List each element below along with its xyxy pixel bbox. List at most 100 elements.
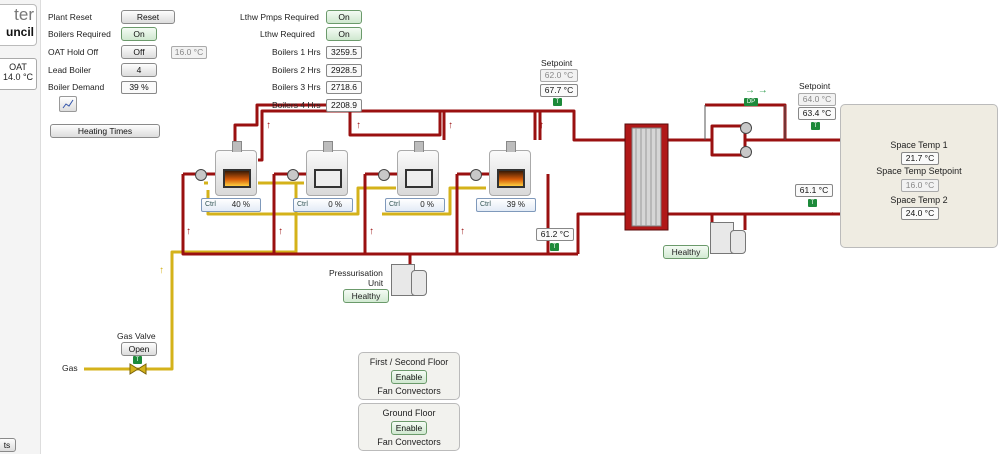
boiler-pump-icon	[287, 169, 299, 181]
zone-ground-subtitle: Fan Convectors	[377, 437, 441, 447]
boiler-window-icon	[314, 169, 342, 188]
flow-arrow-up-icon: ↑	[278, 226, 283, 237]
lthw-required-button[interactable]: On	[326, 27, 362, 41]
boiler-2-ctrl-label: Ctrl	[297, 201, 308, 208]
pressurisation-status: Healthy	[343, 289, 389, 303]
zone-ground-floor: Ground Floor Enable Fan Convectors	[358, 403, 460, 451]
secondary-return-sensor-icon: T	[808, 199, 817, 207]
dp-arrows-icon: → →	[745, 85, 768, 96]
space-temperature-panel: Space Temp 1 21.7 °C Space Temp Setpoint…	[840, 104, 998, 248]
secondary-flow-sensor-icon: T	[811, 122, 820, 130]
primary-flow-setpoint[interactable]: 62.0 °C	[540, 69, 578, 82]
zone-first-second-enable-button[interactable]: Enable	[391, 370, 427, 384]
lead-boiler-value[interactable]: 4	[121, 63, 157, 77]
zone-first-second-title: First / Second Floor	[369, 357, 449, 367]
boiler3-hours-label: Boilers 3 Hrs	[272, 82, 321, 92]
boiler-flame-icon	[497, 169, 525, 188]
secondary-pump-set-icon	[730, 230, 746, 254]
primary-flow-sensor-icon: T	[553, 98, 562, 106]
dp-sensor-icon: DP	[744, 98, 758, 106]
primary-return-temp: 61.2 °C	[536, 228, 574, 241]
boilers-required-label: Boilers Required	[48, 29, 111, 39]
primary-return-sensor-icon: T	[550, 243, 559, 251]
boiler-4[interactable]	[489, 141, 531, 196]
space-temp1-value: 21.7 °C	[901, 152, 939, 165]
flow-arrow-left-icon: ←	[829, 207, 839, 218]
secondary-pump-icon	[740, 122, 752, 134]
secondary-flow-setpoint[interactable]: 64.0 °C	[798, 93, 836, 106]
boiler-demand-value: 39 %	[121, 81, 157, 94]
pressurisation-label-unit: Unit	[368, 278, 384, 288]
boiler-1[interactable]	[215, 141, 257, 196]
boilers-required-button[interactable]: On	[121, 27, 157, 41]
boiler-1-ctrl[interactable]: Ctrl 40 %	[201, 198, 261, 212]
boiler-3-ctrl-value: 0 %	[420, 200, 434, 209]
oat-hold-off-setpoint[interactable]: 16.0 °C	[171, 46, 207, 59]
boiler1-hours-value: 3259.5	[326, 46, 362, 59]
pressurisation-unit-icon	[411, 270, 427, 296]
gas-valve-label: Gas Valve	[117, 331, 156, 341]
boiler-flue-icon	[323, 141, 333, 152]
flow-arrow-up-icon: ↑	[448, 120, 453, 131]
boiler-2-ctrl[interactable]: Ctrl 0 %	[293, 198, 353, 212]
boiler-demand-label: Boiler Demand	[48, 82, 105, 92]
flow-arrow-up-icon: ↑	[369, 226, 374, 237]
boiler-flue-icon	[414, 141, 424, 152]
oat-label: OAT	[9, 62, 27, 72]
boiler1-hours-label: Boilers 1 Hrs	[272, 47, 321, 57]
lthw-pumps-required-button[interactable]: On	[326, 10, 362, 24]
boiler-pump-icon	[470, 169, 482, 181]
lthw-pumps-required-label: Lthw Pmps Required	[240, 12, 319, 22]
lthw-required-label: Lthw Required	[260, 29, 315, 39]
space-temp2-value: 24.0 °C	[901, 207, 939, 220]
plant-reset-label: Plant Reset	[48, 12, 92, 22]
left-bottom-button[interactable]: ts	[0, 438, 16, 452]
boiler-3[interactable]	[397, 141, 439, 196]
heating-times-button[interactable]: Heating Times	[50, 124, 160, 138]
boiler-2-ctrl-value: 0 %	[328, 200, 342, 209]
boiler-flue-icon	[232, 141, 242, 152]
zone-ground-enable-button[interactable]: Enable	[391, 421, 427, 435]
plant-reset-button[interactable]: Reset	[121, 10, 175, 24]
boiler-1-ctrl-value: 40 %	[231, 200, 250, 209]
boiler4-hours-value: 2208.9	[326, 99, 362, 112]
secondary-return-temp: 61.1 °C	[795, 184, 833, 197]
app-title: ter uncil	[0, 4, 37, 46]
primary-setpoint-label: Setpoint	[541, 58, 573, 68]
boiler-flame-icon	[223, 169, 251, 188]
space-temp1-label: Space Temp 1	[890, 140, 948, 150]
primary-flow-temp: 67.7 °C	[540, 84, 578, 97]
boiler-2[interactable]	[306, 141, 348, 196]
flow-arrow-up-icon: ↑	[539, 120, 544, 131]
flow-arrow-up-icon: ↑	[356, 120, 361, 131]
zone-ground-title: Ground Floor	[382, 408, 436, 418]
boiler-4-ctrl-label: Ctrl	[480, 201, 491, 208]
trend-graph-icon[interactable]	[59, 96, 77, 112]
boiler-window-icon	[405, 169, 433, 188]
boiler-4-ctrl[interactable]: Ctrl 39 %	[476, 198, 536, 212]
zone-first-second-floor: First / Second Floor Enable Fan Convecto…	[358, 352, 460, 400]
gas-valve-state[interactable]: Open	[121, 342, 157, 356]
lead-boiler-label: Lead Boiler	[48, 65, 92, 75]
boiler-pump-icon	[378, 169, 390, 181]
boiler-4-ctrl-value: 39 %	[506, 200, 525, 209]
oat-hold-off-button[interactable]: Off	[121, 45, 157, 59]
flow-arrow-up-icon: ↑	[266, 120, 271, 131]
boiler-3-ctrl[interactable]: Ctrl 0 %	[385, 198, 445, 212]
app-title-line2: uncil	[5, 25, 34, 39]
space-setpoint-label: Space Temp Setpoint	[876, 166, 962, 176]
flow-arrow-up-icon: ↑	[186, 226, 191, 237]
secondary-pumps-status: Healthy	[663, 245, 709, 259]
boiler-3-ctrl-label: Ctrl	[389, 201, 400, 208]
pressurisation-label: Pressurisation	[329, 268, 383, 278]
space-setpoint-value[interactable]: 16.0 °C	[901, 179, 939, 192]
boiler2-hours-value: 2928.5	[326, 64, 362, 77]
boiler-flue-icon	[506, 141, 516, 152]
space-temp2-label: Space Temp 2	[890, 195, 948, 205]
oat-hold-off-label: OAT Hold Off	[48, 47, 99, 57]
oat-value: 14.0 °C	[2, 72, 34, 82]
boiler2-hours-label: Boilers 2 Hrs	[272, 65, 321, 75]
boiler-pump-icon	[195, 169, 207, 181]
secondary-setpoint-label: Setpoint	[799, 81, 831, 91]
gas-flow-arrow-icon: ↑	[159, 265, 164, 276]
